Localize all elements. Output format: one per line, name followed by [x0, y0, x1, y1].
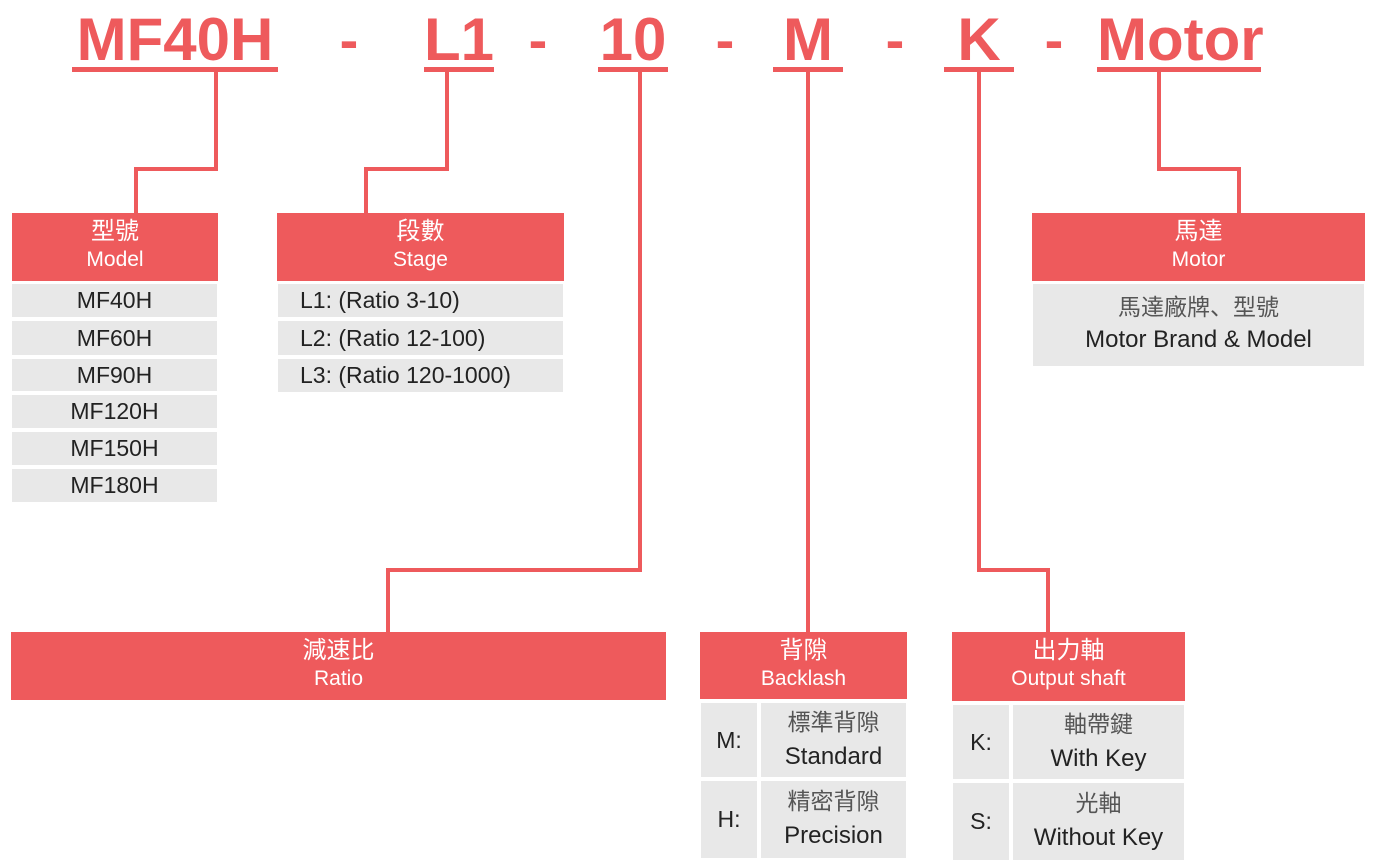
connector-motor	[1157, 72, 1241, 214]
backlash-desc-en: Precision	[784, 822, 883, 849]
shaft-desc-zh: 光軸	[1075, 791, 1122, 817]
code-segment-backlash: M	[783, 6, 833, 73]
ratio-title-zh: 減速比	[302, 636, 375, 664]
connector-model	[134, 72, 218, 214]
backlash-desc-zh: 精密背隙	[787, 789, 880, 815]
model-title-en: Model	[86, 248, 144, 271]
shaft-desc-cell: 軸帶鍵 With Key	[1013, 705, 1184, 779]
shaft-code-cell: K:	[953, 705, 1009, 779]
underline-backlash	[773, 67, 843, 72]
model-header: 型號 Model	[12, 213, 218, 281]
backlash-desc-cell: 標準背隙 Standard	[761, 703, 906, 777]
motor-header: 馬達 Motor	[1032, 213, 1365, 281]
connector-shaft	[977, 72, 1050, 633]
shaft-desc-en: With Key	[1050, 745, 1147, 772]
stage-item: L2: (Ratio 12-100)	[278, 321, 563, 355]
motor-title-en: Motor	[1171, 248, 1226, 271]
code-segment-shaft: K	[957, 6, 1001, 73]
shaft-title-zh: 出力軸	[1032, 636, 1105, 664]
stage-item: L1: (Ratio 3-10)	[278, 284, 563, 317]
motor-title-zh: 馬達	[1174, 217, 1223, 245]
model-item: MF180H	[12, 469, 217, 502]
model-item: MF40H	[12, 284, 217, 317]
ratio-title-en: Ratio	[313, 667, 364, 690]
underline-shaft	[944, 67, 1014, 72]
shaft-desc-en: Without Key	[1033, 824, 1164, 851]
motor-desc: 馬達廠牌、型號 Motor Brand & Model	[1033, 284, 1364, 366]
backlash-desc-cell: 精密背隙 Precision	[761, 781, 906, 858]
code-segment-motor: Motor	[1097, 6, 1264, 73]
backlash-title-en: Backlash	[760, 667, 847, 690]
shaft-title-en: Output shaft	[1011, 667, 1126, 690]
backlash-title-zh: 背隙	[779, 636, 828, 664]
code-segment-model: MF40H	[76, 6, 274, 73]
separator-2: -	[528, 8, 548, 71]
stage-title-en: Stage	[393, 248, 448, 271]
backlash-desc-en: Standard	[784, 743, 883, 770]
underline-ratio	[598, 67, 668, 72]
underline-stage	[424, 67, 494, 72]
model-item: MF60H	[12, 321, 217, 355]
ratio-header: 減速比 Ratio	[11, 632, 666, 700]
shaft-code-cell: S:	[953, 783, 1009, 860]
model-item: MF90H	[12, 359, 217, 391]
backlash-header: 背隙 Backlash	[700, 632, 907, 699]
stage-title-zh: 段數	[396, 217, 445, 245]
code-segment-ratio: 10	[599, 6, 667, 73]
underline-model	[72, 67, 278, 72]
backlash-code-cell: M:	[701, 703, 757, 777]
underline-motor	[1097, 67, 1261, 72]
code-segment-stage: L1	[424, 6, 495, 73]
motor-desc-en: Motor Brand & Model	[1085, 326, 1312, 353]
separator-1: -	[339, 8, 359, 71]
shaft-header: 出力軸 Output shaft	[952, 632, 1185, 701]
stage-item: L3: (Ratio 120-1000)	[278, 359, 563, 392]
shaft-desc-cell: 光軸 Without Key	[1013, 783, 1184, 860]
connector-ratio	[386, 72, 642, 633]
separator-4: -	[885, 8, 905, 71]
backlash-code-cell: H:	[701, 781, 757, 858]
separator-3: -	[715, 8, 735, 71]
motor-desc-zh: 馬達廠牌、型號	[1118, 295, 1279, 321]
stage-header: 段數 Stage	[277, 213, 564, 281]
separator-5: -	[1044, 8, 1064, 71]
shaft-desc-zh: 軸帶鍵	[1064, 712, 1133, 738]
model-item: MF150H	[12, 432, 217, 465]
connector-stage	[364, 72, 449, 214]
model-title-zh: 型號	[91, 217, 139, 245]
model-item: MF120H	[12, 395, 217, 428]
backlash-desc-zh: 標準背隙	[787, 710, 880, 736]
